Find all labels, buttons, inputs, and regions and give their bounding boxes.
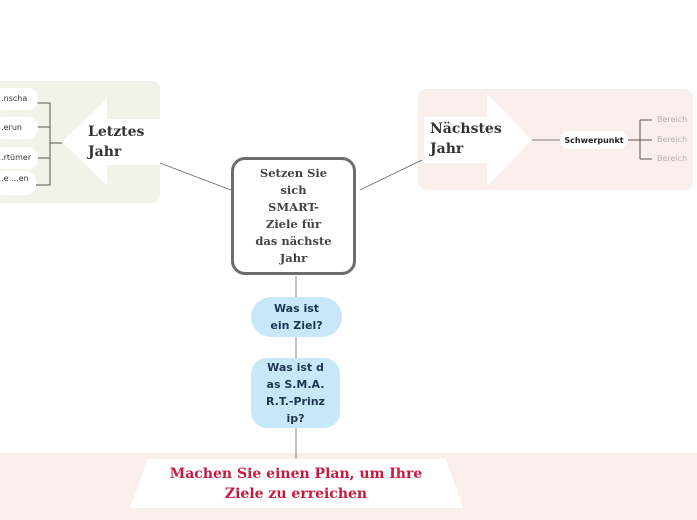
area-item[interactable]: Bereich [657, 115, 688, 124]
connector-center-left [151, 159, 232, 191]
area-item[interactable]: Bereich [657, 154, 688, 163]
last-year-arrow-shape [62, 99, 160, 185]
connector-center-right [359, 159, 423, 191]
last-year-bracket [36, 102, 62, 186]
focus-node[interactable]: Schwerpunkt [560, 131, 628, 149]
focus-bracket [628, 119, 652, 160]
central-topic-label: Setzen Sie sich SMART-Ziele für das näch… [255, 166, 332, 265]
question-goal-node[interactable]: Was ist ein Ziel? [251, 297, 342, 337]
last-year-item[interactable]: ...erun [0, 117, 38, 139]
last-year-item[interactable]: ...nscha [0, 88, 38, 110]
central-topic[interactable]: Setzen Sie sich SMART-Ziele für das näch… [231, 157, 356, 275]
question-smart-node[interactable]: Was ist das S.M.A.R.T.-Prinzip? [251, 358, 340, 428]
next-year-label[interactable]: Nächstes Jahr [430, 121, 502, 157]
last-year-item[interactable]: ...e ...en [0, 171, 36, 195]
area-item[interactable]: Bereich [657, 135, 688, 144]
last-year-label[interactable]: Letztes Jahr [88, 124, 145, 160]
question-smart-label: Was ist das S.M.A.R.T.-Prinzip? [266, 361, 325, 425]
last-year-item[interactable]: ...rtümer [0, 147, 38, 169]
next-year-arrow-shape [424, 94, 532, 186]
plan-banner-shape [130, 459, 463, 508]
question-goal-label: Was ist ein Ziel? [270, 302, 323, 332]
plan-label[interactable]: Machen Sie einen Plan, um Ihre Ziele zu … [169, 466, 423, 502]
